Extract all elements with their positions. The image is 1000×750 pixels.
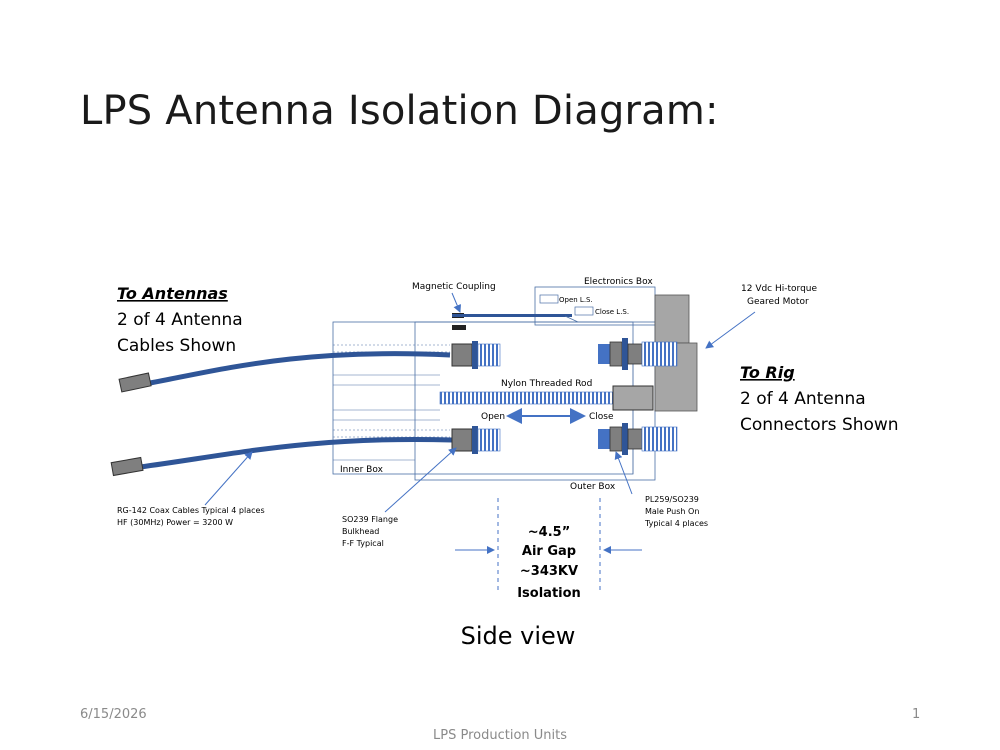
page-number: 1 xyxy=(912,707,921,722)
to-antennas-heading: To Antennas xyxy=(117,284,228,303)
footer-center: LPS Production Units xyxy=(433,728,567,743)
air-gap-line3: ~343KV xyxy=(520,564,578,579)
coax-label-line1: RG-142 Coax Cables Typical 4 places xyxy=(117,506,265,515)
magnetic-coupling-label: Magnetic Coupling xyxy=(412,282,496,292)
to-rig-line1: 2 of 4 Antenna xyxy=(740,389,866,409)
motor-label-line1: 12 Vdc Hi-torque xyxy=(741,284,818,294)
cable-connector-bottom xyxy=(110,456,144,477)
pl259-label-line3: Typical 4 places xyxy=(644,519,708,528)
pl259-label-line2: Male Push On xyxy=(645,507,699,516)
side-view-label: Side view xyxy=(461,622,576,650)
footer-date: 6/15/2026 xyxy=(80,707,147,722)
open-ls-label: Open L.S. xyxy=(559,296,593,304)
nylon-threaded-rod xyxy=(439,391,616,405)
nylon-rod-label: Nylon Threaded Rod xyxy=(501,379,592,389)
to-antennas-line1: 2 of 4 Antenna xyxy=(117,310,243,330)
cable-connector-top xyxy=(118,372,152,393)
open-limit-switch xyxy=(539,294,559,304)
air-gap-line1: ~4.5” xyxy=(528,525,570,540)
so239-label-line1: SO239 Flange xyxy=(342,515,398,524)
air-gap-line4: Isolation xyxy=(517,586,581,601)
so239-label-line3: F-F Typical xyxy=(342,539,384,548)
pl259-connector-top xyxy=(598,344,610,364)
to-rig-line2: Connectors Shown xyxy=(740,415,899,435)
coax-cable-top xyxy=(149,351,451,386)
so239-bulkhead-bottom xyxy=(451,428,473,452)
pl259-connector-bottom xyxy=(598,429,610,449)
so239-pointer xyxy=(384,447,457,513)
slide-title: LPS Antenna Isolation Diagram: xyxy=(80,88,719,134)
electronics-box-label: Electronics Box xyxy=(584,277,653,287)
to-rig-heading: To Rig xyxy=(740,363,795,382)
inner-box-label: Inner Box xyxy=(340,465,384,475)
electronics-box xyxy=(534,286,656,326)
pl259-pointer xyxy=(614,451,633,495)
air-gap-line2: Air Gap xyxy=(522,544,576,559)
coupling-bar xyxy=(452,314,572,317)
so239-label-line2: Bulkhead xyxy=(342,527,379,536)
close-label: Close xyxy=(589,412,614,422)
close-limit-switch xyxy=(574,306,594,316)
motor-pointer xyxy=(705,311,756,349)
rod-coupler xyxy=(612,385,654,411)
coax-label-line2: HF (30MHz) Power = 3200 W xyxy=(117,518,233,527)
so239-bulkhead-top xyxy=(451,343,473,367)
coax-pointer xyxy=(204,451,253,506)
outer-box-label: Outer Box xyxy=(570,482,616,492)
open-label: Open xyxy=(481,412,505,422)
motor-label-line2: Geared Motor xyxy=(747,297,809,307)
to-antennas-line2: Cables Shown xyxy=(117,336,236,356)
pl259-label-line1: PL259/SO239 xyxy=(645,495,699,504)
close-ls-label: Close L.S. xyxy=(595,308,629,316)
geared-motor xyxy=(654,294,690,344)
coax-cable-bottom xyxy=(139,436,453,470)
